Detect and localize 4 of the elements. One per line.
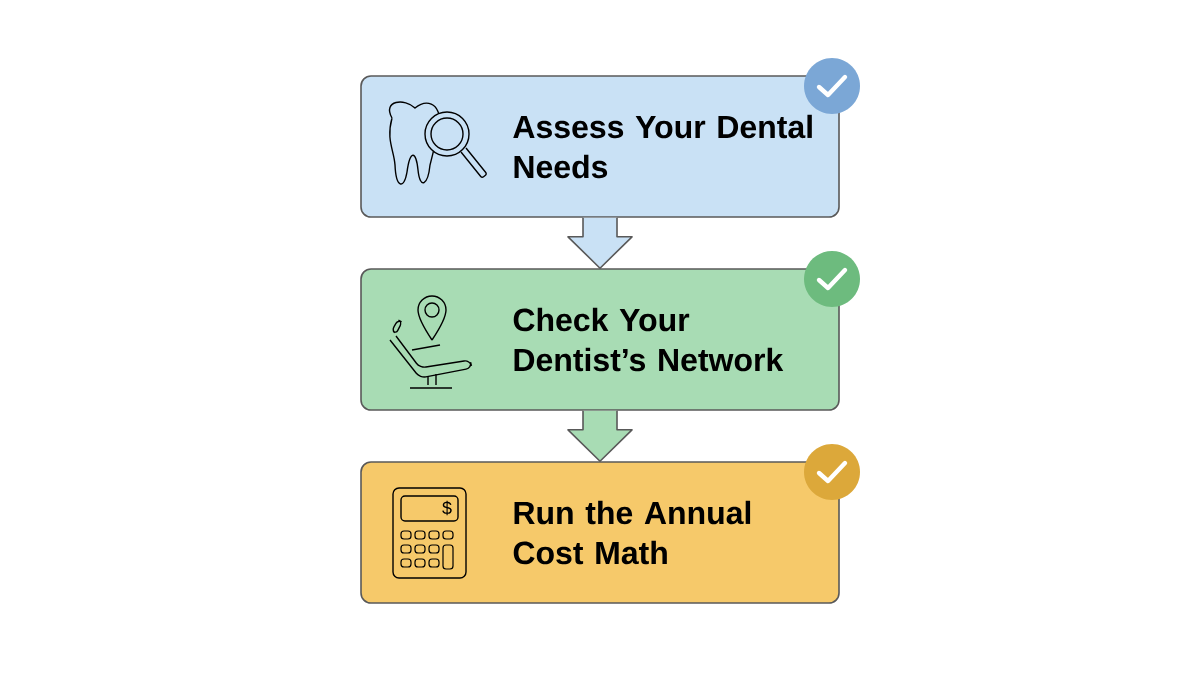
step-box: Assess Your Dental Needs xyxy=(360,75,840,218)
block-arrow xyxy=(567,410,633,462)
step-box: Check Your Dentist’s Network xyxy=(360,268,840,411)
block-arrow xyxy=(567,217,633,269)
